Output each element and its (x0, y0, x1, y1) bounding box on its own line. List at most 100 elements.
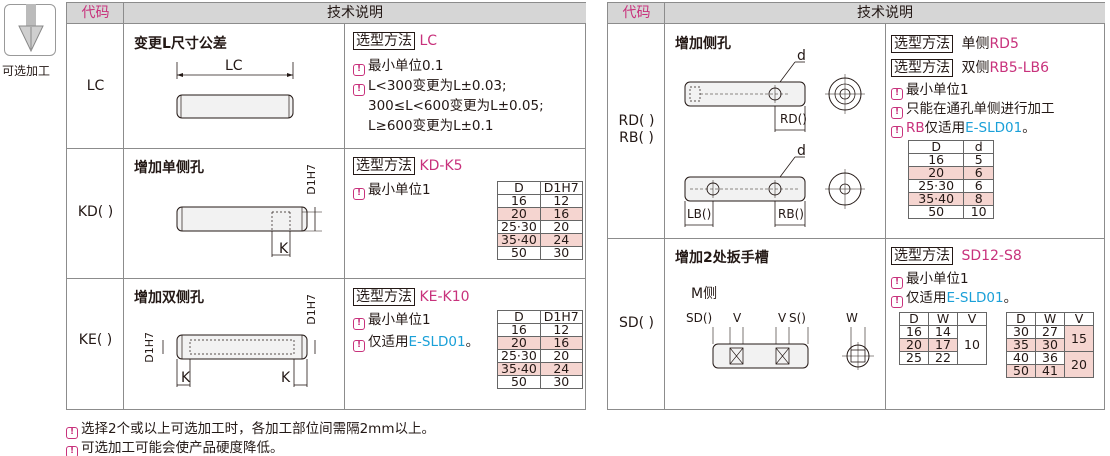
kd-note-1: 最小单位1 (368, 182, 431, 198)
lc-select-value: LC (419, 33, 438, 49)
lc-note-2: L<300变更为L±0.03; (368, 78, 507, 94)
code-lc: LC (86, 78, 105, 94)
footnote-2: 可选加工可能会使产品硬度降低。 (81, 440, 284, 456)
left-spec-table: 代码 技术说明 LC 变更L尺寸公差 LC 选型方法 LC !最小单位0.1 !… (66, 2, 586, 410)
ke-pin-drawing (162, 334, 316, 387)
rb-dim-d: d (797, 143, 806, 159)
sd-dim-v1: V (733, 311, 742, 325)
sd-dim-v2: V (778, 311, 787, 325)
side-label: 可选加工 (2, 64, 51, 78)
code-ke: KE( ) (78, 332, 113, 348)
ke-select-value: KE-K10 (419, 289, 470, 305)
title-lc: 变更L尺寸公差 (134, 36, 227, 52)
sd-note-2a: 仅适用 (906, 290, 947, 306)
kd-select-label: 选型方法 (353, 157, 415, 175)
rd-select-value: RD5 (989, 36, 1019, 52)
ke-dim-d1-left: D1H7 (143, 332, 156, 363)
title-kd: 增加单侧孔 (134, 160, 204, 176)
code-rd: RD( ) (618, 113, 655, 129)
ke-select-label: 选型方法 (353, 288, 415, 306)
sd-pin-drawing (712, 327, 874, 370)
ke-dim-k-right: K (281, 370, 291, 386)
kd-pin-drawing (176, 206, 322, 257)
ke-note-2b: E-SLD01 (408, 334, 466, 350)
title-sd: 增加2处扳手槽 (675, 250, 769, 266)
sd-select-label: 选型方法 (891, 247, 953, 265)
right-header-desc: 技术说明 (665, 2, 1105, 24)
rb-dim-lb: LB() (687, 207, 712, 221)
code-kd: KD( ) (77, 204, 114, 220)
rd-note-1: 最小单位1 (906, 82, 969, 98)
lc-note-3: 300≤L<600变更为L±0.05; (368, 98, 544, 114)
code-rb: RB( ) (619, 130, 654, 146)
notice-icon: ! (891, 296, 903, 308)
right-spec-table: 代码 技术说明 RD( ) RB( ) 增加侧孔 d RD() (607, 2, 1105, 410)
rd-note-2: 只能在通孔单侧进行加工 (906, 101, 1055, 117)
sd-dim-w: W (846, 311, 858, 325)
footnote-1: 选择2个或以上可选加工时，各加工部位间需隔2mm以上。 (81, 421, 435, 437)
rb-dim-rb: RB() (778, 207, 804, 221)
title-rd: 增加侧孔 (675, 36, 731, 52)
rb-select-side: 双侧 (961, 60, 990, 76)
kd-select-value: KD-K5 (419, 158, 463, 174)
notice-icon: ! (66, 446, 78, 456)
sd-select-value: SD12-S8 (961, 248, 1022, 264)
sd-note-1: 最小单位1 (906, 271, 969, 287)
ke-select: 选型方法 KE-K10 (353, 288, 470, 306)
rd-note-3b: 仅适用 (924, 120, 966, 136)
lc-select: 选型方法 LC (353, 32, 437, 50)
lc-note-4: L≥600变更为L±0.1 (368, 118, 494, 134)
right-header-code: 代码 (608, 2, 665, 24)
notice-icon: ! (353, 64, 365, 76)
lc-select-label: 选型方法 (353, 32, 415, 50)
rb-pin-drawing (684, 156, 865, 227)
rd-dim-rd: RD() (780, 112, 807, 126)
notice-icon: ! (891, 107, 903, 119)
ke-dim-k-left: K (181, 370, 191, 386)
ke-note-2c: 。 (465, 334, 480, 350)
lc-note-1: 最小单位0.1 (368, 58, 444, 74)
notice-icon: ! (891, 277, 903, 289)
rb-select-value: RB5-LB6 (989, 60, 1050, 76)
notice-icon: ! (353, 84, 365, 96)
left-header-desc: 技术说明 (124, 2, 586, 24)
rd-note-3d: 。 (1022, 120, 1036, 136)
rd-note-3c: E-SLD01 (965, 120, 1023, 136)
ke-note-1: 最小单位1 (368, 312, 431, 328)
kd-select: 选型方法 KD-K5 (353, 157, 463, 175)
notice-icon: ! (891, 126, 903, 138)
rb-select: 选型方法 双侧RB5-LB6 (891, 57, 1049, 77)
ke-note-2a: 仅适用 (368, 334, 409, 350)
title-ke: 增加双侧孔 (134, 290, 204, 306)
sd-dim-s: S() (789, 311, 806, 325)
sd-note-2c: 。 (1003, 290, 1018, 306)
rd-dim-d: d (797, 48, 806, 64)
notice-icon: ! (353, 340, 365, 352)
drill-icon (4, 4, 56, 56)
left-header-code: 代码 (67, 2, 124, 24)
sd-note-2b: E-SLD01 (946, 290, 1004, 306)
notice-icon: ! (353, 318, 365, 330)
rd-select-label: 选型方法 (891, 35, 953, 53)
lc-pin-drawing (176, 62, 294, 119)
rd-note-3a: RB (906, 120, 925, 136)
sd-dim-sd: SD() (686, 311, 713, 325)
sd-select: 选型方法 SD12-S8 (891, 247, 1022, 265)
code-sd: SD( ) (618, 315, 655, 331)
sd-sub-label: M侧 (691, 286, 718, 302)
ke-dim-d1-right: D1H7 (305, 294, 318, 325)
notice-icon: ! (891, 88, 903, 100)
kd-dim-d1: D1H7 (305, 164, 318, 195)
notice-icon: ! (353, 188, 365, 200)
rb-select-label: 选型方法 (891, 59, 953, 77)
kd-dim-k: K (279, 241, 289, 257)
rd-pin-drawing (684, 61, 865, 132)
rd-select: 选型方法 单侧RD5 (891, 33, 1019, 53)
notice-icon: ! (66, 427, 78, 439)
lc-dim-label: LC (225, 58, 243, 74)
